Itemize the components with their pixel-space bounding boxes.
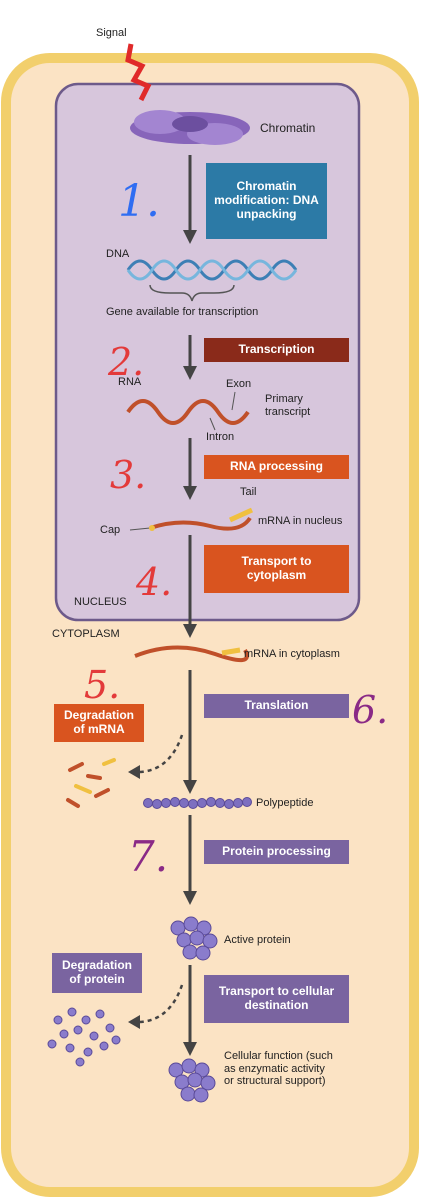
gene-available-label: Gene available for transcription: [106, 306, 259, 318]
cellular-function-protein-icon: [168, 1058, 216, 1103]
step-number-4: 4.: [136, 560, 173, 604]
transcription-box: Transcription: [204, 338, 349, 362]
signal-label: Signal: [96, 27, 127, 39]
protein-processing-box: Protein processing: [204, 840, 349, 864]
degraded-mrna-icon: [66, 758, 116, 808]
mrna-tail: [228, 507, 254, 523]
dna-helix-icon: [126, 259, 298, 281]
protein-degradation-arrowhead: [128, 1015, 140, 1029]
nucleus-label: NUCLEUS: [74, 596, 127, 608]
polypeptide-icon: [143, 797, 252, 809]
step-number-3: 3.: [110, 453, 147, 497]
gene-brace: [149, 284, 235, 302]
intron-label: Intron: [206, 431, 235, 443]
active-protein-icon: [170, 916, 218, 961]
mrna-cytoplasm-icon: [134, 645, 249, 662]
active-protein-label: Active protein: [224, 934, 291, 946]
chromatin-modification-box: Chromatin modification: DNA unpacking: [206, 163, 327, 239]
step-number-1: 1.: [118, 176, 160, 227]
degradation-mrna-box: Degradation of mRNA: [54, 704, 144, 742]
mrna-cap: [149, 525, 155, 531]
tail-label: Tail: [240, 486, 257, 498]
step-number-2: 2.: [108, 340, 145, 384]
chromatin-icon: [130, 110, 250, 145]
mrna-cytoplasm-label: mRNA in cytoplasm: [244, 648, 340, 660]
degraded-protein-icon: [47, 1007, 121, 1067]
transport-cellular-box: Transport to cellular destination: [204, 975, 349, 1023]
dna-label: DNA: [106, 248, 130, 260]
polypeptide-label: Polypeptide: [256, 797, 314, 809]
cap-label: Cap: [100, 524, 121, 536]
rna-processing-box: RNA processing: [204, 455, 349, 479]
degradation-protein-box: Degradation of protein: [52, 953, 142, 993]
translation-box: Translation: [204, 694, 349, 718]
step-number-7: 7.: [128, 832, 169, 881]
mrna-nucleus-icon: [149, 516, 252, 531]
step-number-5: 5.: [84, 663, 121, 707]
signal-bolt: [125, 43, 152, 102]
rna-label: RNA: [118, 376, 142, 388]
primary-transcript-label: Primary transcript: [265, 393, 311, 418]
cellular-function-label: Cellular function (such as enzymatic act…: [224, 1050, 333, 1088]
exon-label: Exon: [226, 378, 252, 390]
mrna-cytoplasm-tail: [221, 647, 241, 656]
step-number-6: 6.: [352, 688, 389, 732]
intron-pointer: [209, 417, 216, 431]
transport-cytoplasm-box: Transport to cytoplasm: [204, 545, 349, 593]
cytoplasm-label: CYTOPLASM: [52, 628, 120, 640]
flow-arrows: [183, 155, 197, 1056]
chromatin-label: Chromatin: [260, 121, 316, 135]
mrna-degradation-arrowhead: [128, 765, 140, 779]
mrna-nucleus-label: mRNA in nucleus: [258, 515, 343, 527]
primary-transcript-icon: [126, 399, 250, 425]
cap-pointer: [129, 527, 151, 531]
exon-pointer: [231, 391, 236, 411]
